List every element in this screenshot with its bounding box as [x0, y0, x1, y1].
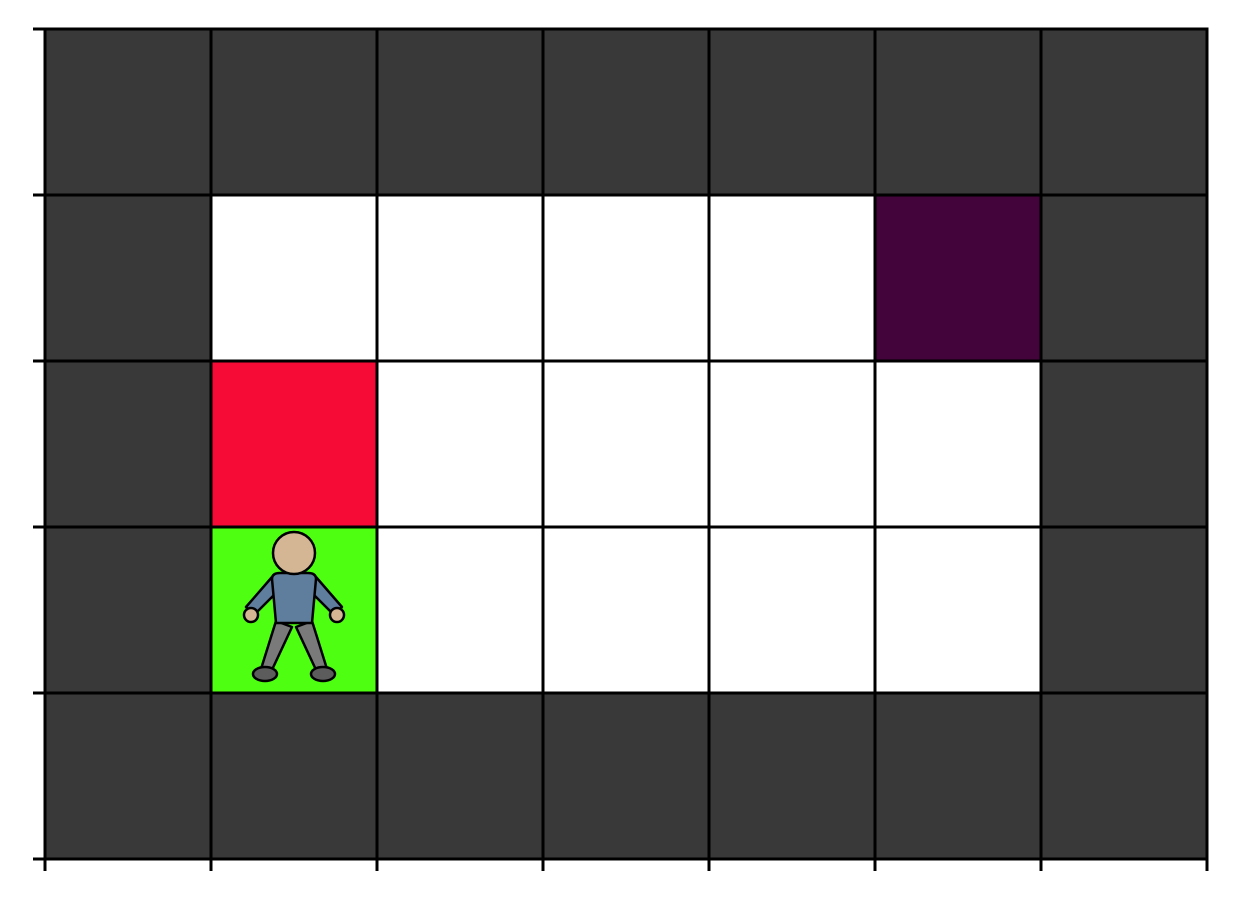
person-icon [242, 530, 346, 683]
cell-floor-r3-c4 [707, 525, 877, 695]
cell-floor-r2-c3 [541, 359, 711, 529]
cell-floor-r3-c3 [541, 525, 711, 695]
cell-wall-r4-c3 [541, 691, 711, 861]
agent-right-shoe [309, 665, 337, 683]
cell-floor-r1-c1 [209, 193, 379, 363]
cell-wall-r1-c0 [43, 193, 213, 363]
cell-wall-r0-c3 [541, 27, 711, 197]
cell-floor-r2-c5 [873, 359, 1043, 529]
grid-cells [43, 27, 1209, 861]
cell-floor-r1-c4 [707, 193, 877, 363]
cell-wall-r4-c6 [1039, 691, 1209, 861]
cell-goal-r1-c5 [873, 193, 1043, 363]
cell-wall-r0-c0 [43, 27, 213, 197]
cell-wall-r2-c0 [43, 359, 213, 529]
cell-wall-r0-c2 [375, 27, 545, 197]
axis-ticks [33, 27, 1209, 871]
cell-floor-r1-c2 [375, 193, 545, 363]
cell-wall-r3-c6 [1039, 525, 1209, 695]
agent-left-hand [242, 606, 260, 624]
cell-wall-r4-c0 [43, 691, 213, 861]
cell-wall-r0-c5 [873, 27, 1043, 197]
cell-wall-r0-c4 [707, 27, 877, 197]
cell-floor-r3-c2 [375, 525, 545, 695]
cell-wall-r4-c4 [707, 691, 877, 861]
cell-floor-r2-c4 [707, 359, 877, 529]
cell-wall-r1-c6 [1039, 193, 1209, 363]
cell-wall-r4-c2 [375, 691, 545, 861]
agent-right-hand [328, 606, 346, 624]
cell-wall-r2-c6 [1039, 359, 1209, 529]
grid-border [43, 27, 1209, 861]
cell-wall-r0-c1 [209, 27, 379, 197]
cell-wall-r3-c0 [43, 525, 213, 695]
agent-layer [242, 530, 346, 683]
agent-head [271, 530, 317, 576]
cell-floor-r1-c3 [541, 193, 711, 363]
agent-torso [270, 571, 318, 625]
cell-wall-r4-c1 [209, 691, 379, 861]
cell-floor-r2-c2 [375, 359, 545, 529]
cell-wall-r4-c5 [873, 691, 1043, 861]
cell-hazard-r2-c1 [209, 359, 379, 529]
agent-left-shoe [251, 665, 279, 683]
cell-wall-r0-c6 [1039, 27, 1209, 197]
cell-floor-r3-c5 [873, 525, 1043, 695]
